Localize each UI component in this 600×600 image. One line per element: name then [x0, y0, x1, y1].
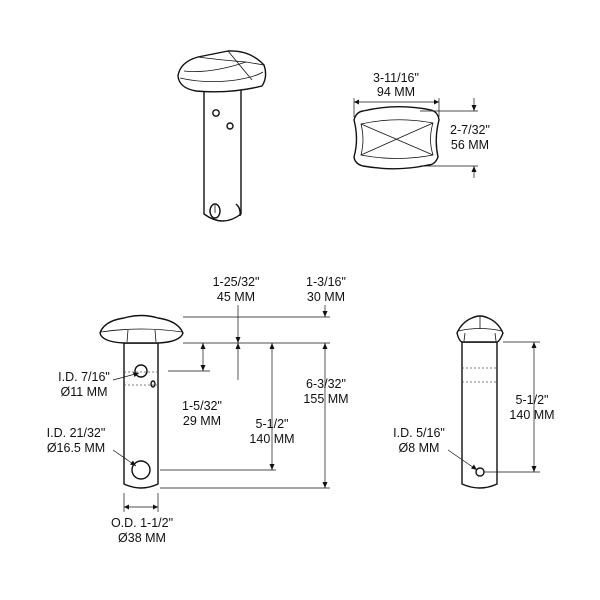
- head-width-inch: 1-25/32": [213, 275, 260, 289]
- large-hole-inch: I.D. 21/32": [47, 426, 106, 440]
- side-hole-mm: Ø8 MM: [399, 441, 440, 455]
- top-width-inch: 3-11/16": [373, 71, 419, 85]
- front-view: [99, 305, 330, 512]
- small-hole-offset-mm: 29 MM: [183, 414, 221, 428]
- top-width-mm: 94 MM: [377, 85, 415, 99]
- top-depth-inch: 2-7/32": [450, 123, 490, 137]
- overall-length-inch: 6-3/32": [306, 377, 346, 391]
- isometric-pin-view: [177, 50, 267, 222]
- head-height-mm: 30 MM: [307, 290, 345, 304]
- top-depth-mm: 56 MM: [451, 138, 489, 152]
- head-height-inch: 1-3/16": [306, 275, 346, 289]
- overall-length-mm: 155 MM: [303, 392, 348, 406]
- head-width-mm: 45 MM: [217, 290, 255, 304]
- top-view: [353, 98, 478, 178]
- side-length-inch: 5-1/2": [516, 393, 549, 407]
- side-hole-inch: I.D. 5/16": [393, 426, 445, 440]
- side-length-mm: 140 MM: [509, 408, 554, 422]
- large-hole-mm: Ø16.5 MM: [47, 441, 105, 455]
- small-hole-inch: I.D. 7/16": [58, 370, 110, 384]
- small-hole-offset-inch: 1-5/32": [182, 399, 222, 413]
- large-hole-offset-inch: 5-1/2": [256, 417, 289, 431]
- outer-diameter-inch: O.D. 1-1/2": [111, 516, 173, 530]
- outer-diameter-mm: Ø38 MM: [118, 531, 166, 545]
- large-hole-offset-mm: 140 MM: [249, 432, 294, 446]
- small-hole-mm: Ø11 MM: [61, 385, 108, 399]
- side-view: [447, 315, 540, 489]
